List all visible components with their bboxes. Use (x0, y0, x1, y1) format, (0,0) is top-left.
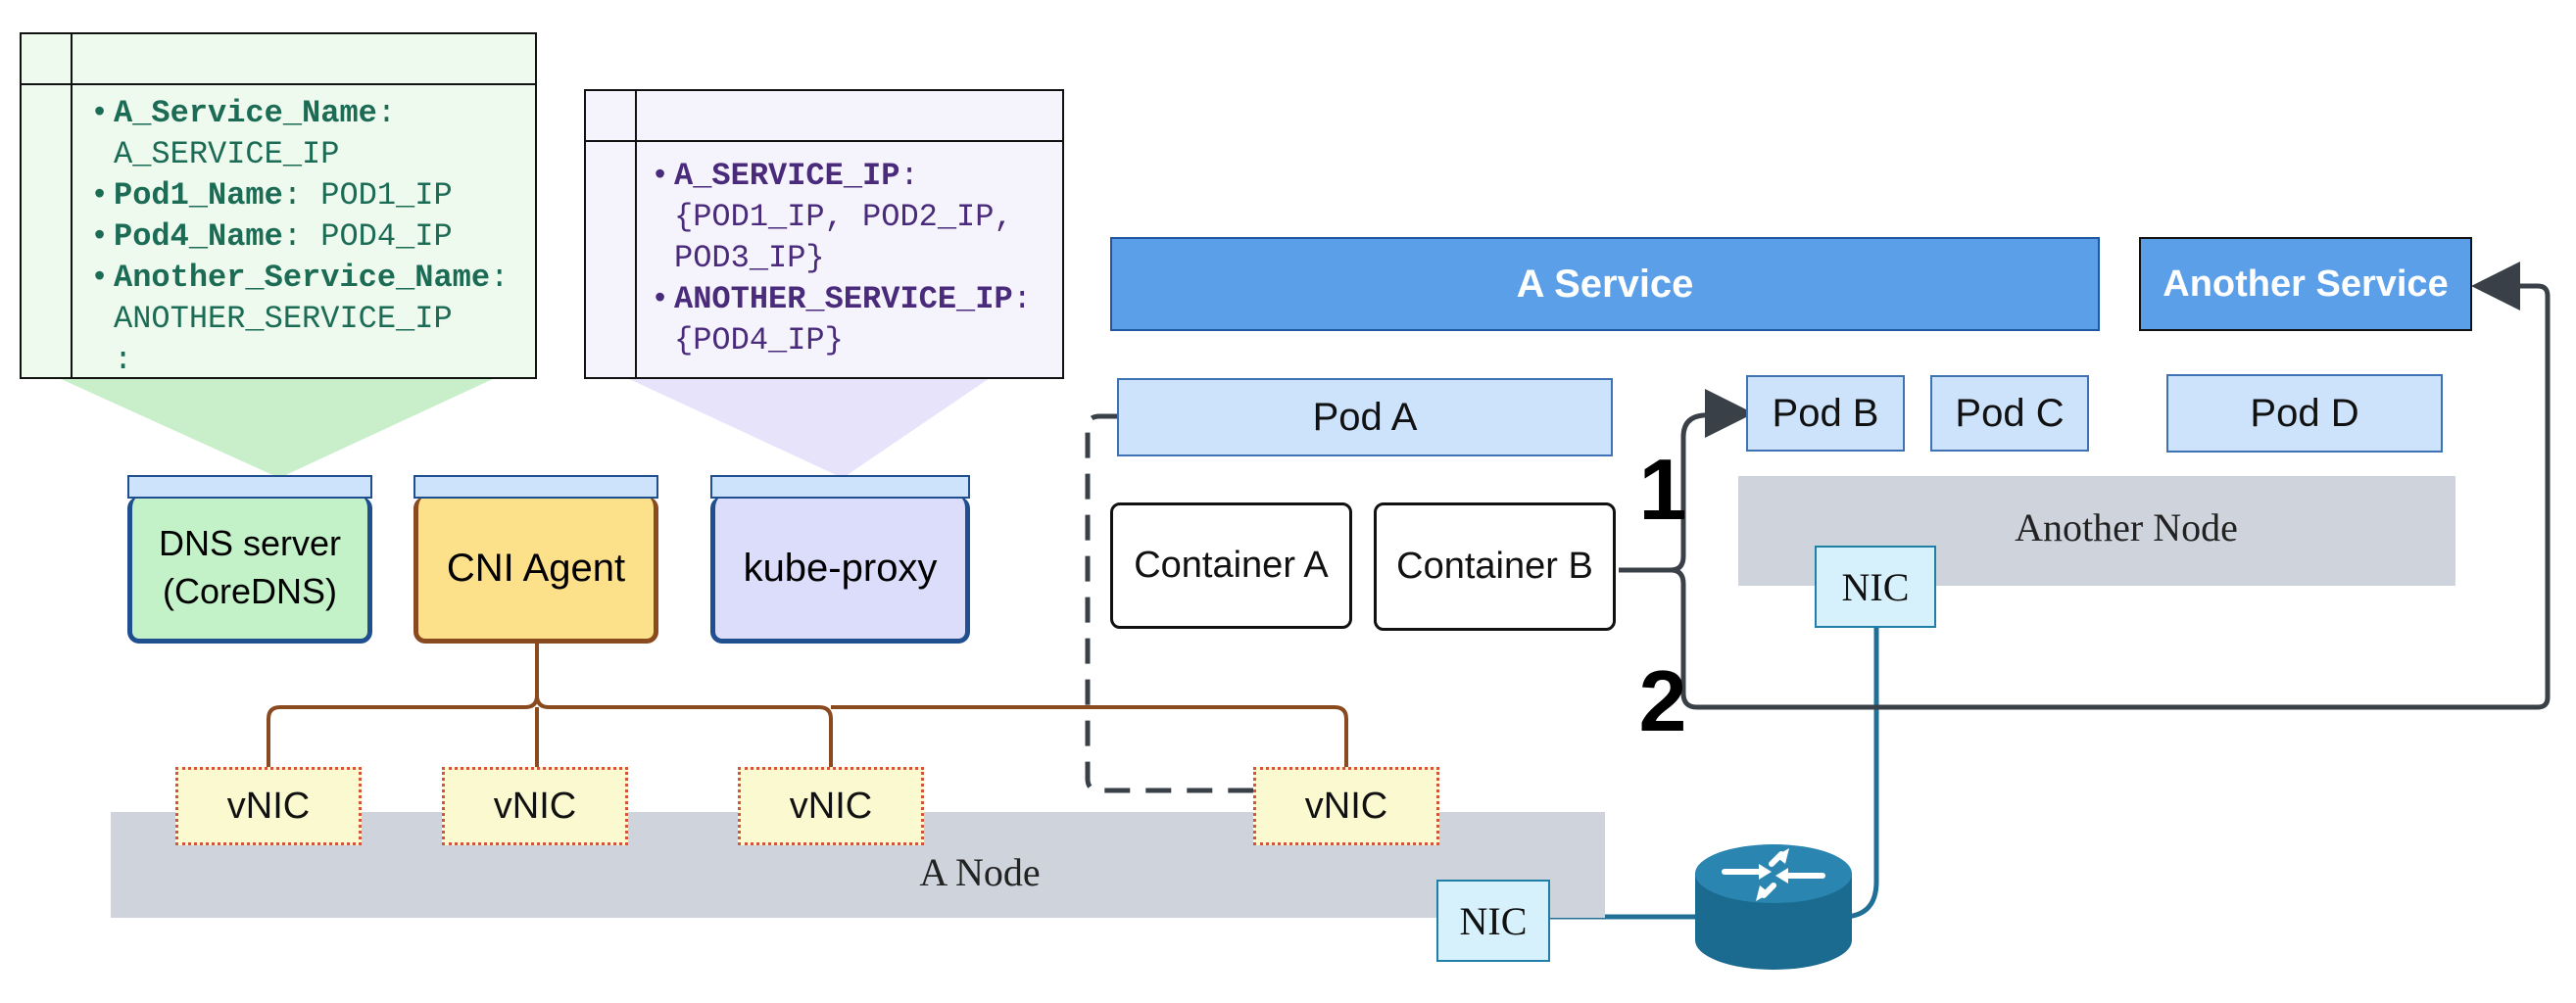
dns-record: •Pod4_Name: POD4_IP (90, 218, 453, 255)
proxy-rule: •ANOTHER_SERVICE_IP:{POD4_IP} (651, 279, 1056, 361)
another-node-label: Another Node (2015, 504, 2238, 549)
panel-header-line (586, 140, 1062, 142)
container-b[interactable]: Container B (1374, 502, 1616, 631)
dns-record: •Pod1_Name: POD1_IP (90, 177, 453, 214)
a-node-label: A Node (919, 849, 1041, 894)
rule-value: {POD4_IP} (674, 322, 844, 358)
record-value: A_SERVICE_IP (114, 136, 340, 172)
another-service[interactable]: Another Service (2139, 237, 2472, 331)
pod-d[interactable]: Pod D (2166, 374, 2443, 453)
vnic-4[interactable]: vNIC (1253, 767, 1439, 845)
a-node-nic[interactable]: NIC (1436, 880, 1550, 962)
pod-a-vnic-dashed-link (1085, 413, 1254, 793)
cni-agent-label: CNI Agent (446, 546, 626, 590)
dns-server-label-line1: DNS server (158, 522, 342, 563)
cni-agent-cap (413, 475, 658, 499)
router-icon (1695, 844, 1852, 970)
proxy-panel-tail (627, 378, 990, 478)
dns-records-panel: •A_Service_Name:A_SERVICE_IP •Pod1_Name:… (20, 32, 537, 379)
panel-divider (71, 34, 73, 377)
record-key: Another_Service_Name (114, 260, 491, 296)
vnic-3[interactable]: vNIC (738, 767, 924, 845)
kube-proxy-label: kube-proxy (743, 546, 938, 590)
path-label-1: 1 (1638, 441, 1687, 538)
record-value: POD4_IP (320, 218, 453, 255)
dns-record: •A_Service_Name:A_SERVICE_IP (90, 93, 529, 175)
a-service[interactable]: A Service (1110, 237, 2100, 331)
ellipsis-mark: : (114, 342, 133, 378)
dns-server-label-line2: (CoreDNS) (162, 570, 337, 611)
record-key: Pod4_Name (114, 218, 283, 255)
container-b-brace (1619, 283, 2551, 710)
panel-header-line (22, 83, 535, 85)
record-value: ANOTHER_SERVICE_IP (114, 301, 453, 337)
dns-server[interactable]: DNS server (CoreDNS) (127, 497, 372, 644)
proxy-rules-panel: •A_SERVICE_IP:{POD1_IP, POD2_IP,POD3_IP}… (584, 89, 1064, 379)
container-a[interactable]: Container A (1110, 502, 1352, 629)
dns-panel-tail (59, 378, 495, 478)
kube-proxy[interactable]: kube-proxy (710, 497, 970, 644)
record-value: POD1_IP (320, 177, 453, 214)
rule-key: A_SERVICE_IP (674, 158, 900, 194)
vnic-1[interactable]: vNIC (175, 767, 362, 845)
dns-server-cap (127, 475, 372, 499)
rule-value-cont: POD3_IP} (674, 240, 825, 276)
kube-proxy-cap (710, 475, 970, 499)
rule-key: ANOTHER_SERVICE_IP (674, 281, 1013, 317)
cni-wires (267, 642, 1348, 767)
cni-agent[interactable]: CNI Agent (413, 497, 658, 644)
another-node-nic[interactable]: NIC (1815, 546, 1936, 628)
proxy-rule: •A_SERVICE_IP:{POD1_IP, POD2_IP,POD3_IP} (651, 156, 1056, 279)
rule-value: {POD1_IP, POD2_IP, (674, 199, 1013, 235)
proxy-rule-list: •A_SERVICE_IP:{POD1_IP, POD2_IP,POD3_IP}… (651, 156, 1056, 361)
record-key: Pod1_Name (114, 177, 283, 214)
dns-record-list: •A_Service_Name:A_SERVICE_IP •Pod1_Name:… (90, 93, 529, 381)
path-label-2: 2 (1638, 652, 1687, 749)
panel-divider (635, 91, 637, 377)
vnic-2[interactable]: vNIC (442, 767, 628, 845)
dns-record-more: : (90, 340, 529, 381)
pod-c[interactable]: Pod C (1930, 375, 2089, 452)
dns-record: •Another_Service_Name:ANOTHER_SERVICE_IP (90, 258, 529, 340)
pod-a[interactable]: Pod A (1117, 378, 1613, 456)
pod-b[interactable]: Pod B (1746, 375, 1905, 452)
record-key: A_Service_Name (114, 95, 377, 131)
